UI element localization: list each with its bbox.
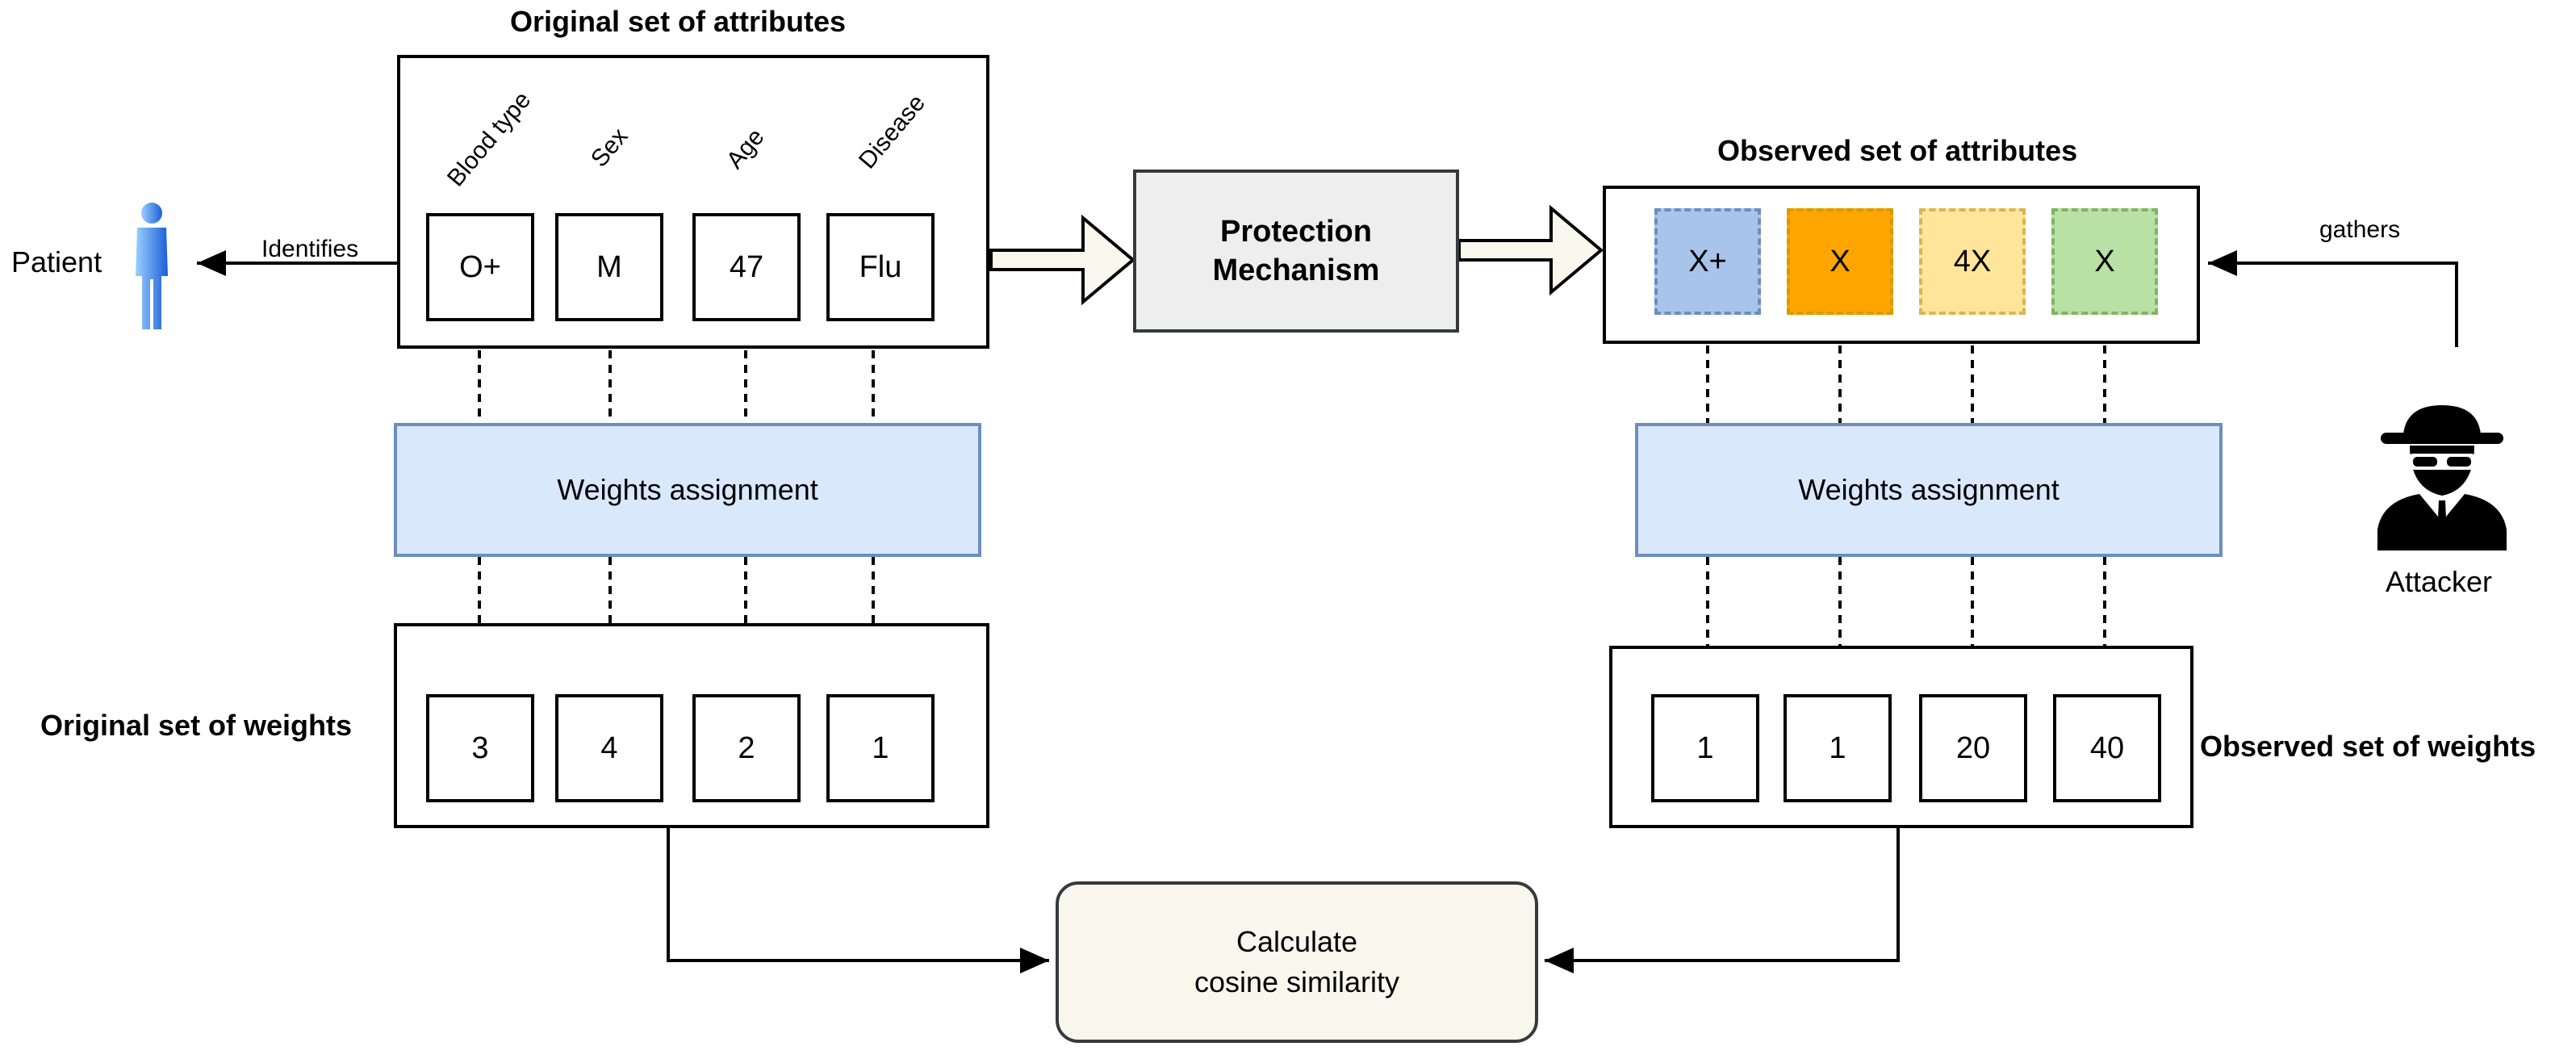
block-arrow-to-protection: [989, 214, 1136, 306]
original-weights-title: Original set of weights: [40, 709, 353, 742]
observed-weight-cell: 20: [1919, 694, 2027, 802]
original-weight-cell: 2: [692, 694, 801, 802]
weights-assignment-right: Weights assignment: [1635, 423, 2223, 557]
attacker-label: Attacker: [2386, 565, 2493, 598]
gathers-label: gathers: [2319, 216, 2401, 243]
original-weight-cell: 3: [426, 694, 534, 802]
block-arrow-from-protection: [1457, 204, 1604, 296]
observed-attribute-cell: X: [2051, 208, 2158, 315]
observed-attribute-cell: 4X: [1919, 208, 2026, 315]
original-attribute-cell: 47: [692, 213, 801, 321]
observed-weight-cell: 1: [1784, 694, 1892, 802]
protection-line-2: Mechanism: [1212, 253, 1380, 287]
original-weight-cell: 4: [555, 694, 663, 802]
observed-weight-cell: 40: [2053, 694, 2161, 802]
weights-assignment-left: Weights assignment: [394, 423, 981, 557]
protection-line-1: Protection: [1220, 215, 1372, 249]
protection-mechanism-box: Protection Mechanism: [1133, 170, 1459, 333]
original-attributes-title: Original set of attributes: [510, 5, 847, 38]
observed-attribute-cell: X+: [1654, 208, 1761, 315]
right-to-calc-arrow: [1545, 828, 1900, 973]
right-dashed-links-bottom: [1695, 557, 2118, 691]
identifies-label: Identifies: [261, 236, 359, 262]
original-attribute-cell: Flu: [826, 213, 935, 321]
patient-label: Patient: [11, 245, 102, 278]
calculate-line-1: Calculate: [1236, 925, 1358, 958]
gathers-arrow: [2208, 250, 2458, 347]
original-attribute-cell: O+: [426, 213, 534, 321]
patient-icon: [136, 203, 168, 329]
left-to-calc-arrow: [667, 828, 1049, 973]
observed-attribute-cell: X: [1787, 208, 1893, 315]
attacker-icon: [2377, 405, 2507, 550]
left-dashed-links-bottom: [466, 557, 886, 691]
original-weight-cell: 1: [826, 694, 935, 802]
calculate-cosine-similarity-box: Calculate cosine similarity: [1056, 881, 1538, 1043]
observed-weights-title: Observed set of weights: [2200, 730, 2536, 763]
calculate-line-2: cosine similarity: [1194, 965, 1400, 998]
observed-attributes-title: Observed set of attributes: [1717, 134, 2078, 167]
observed-weight-cell: 1: [1651, 694, 1759, 802]
original-attribute-cell: M: [555, 213, 663, 321]
